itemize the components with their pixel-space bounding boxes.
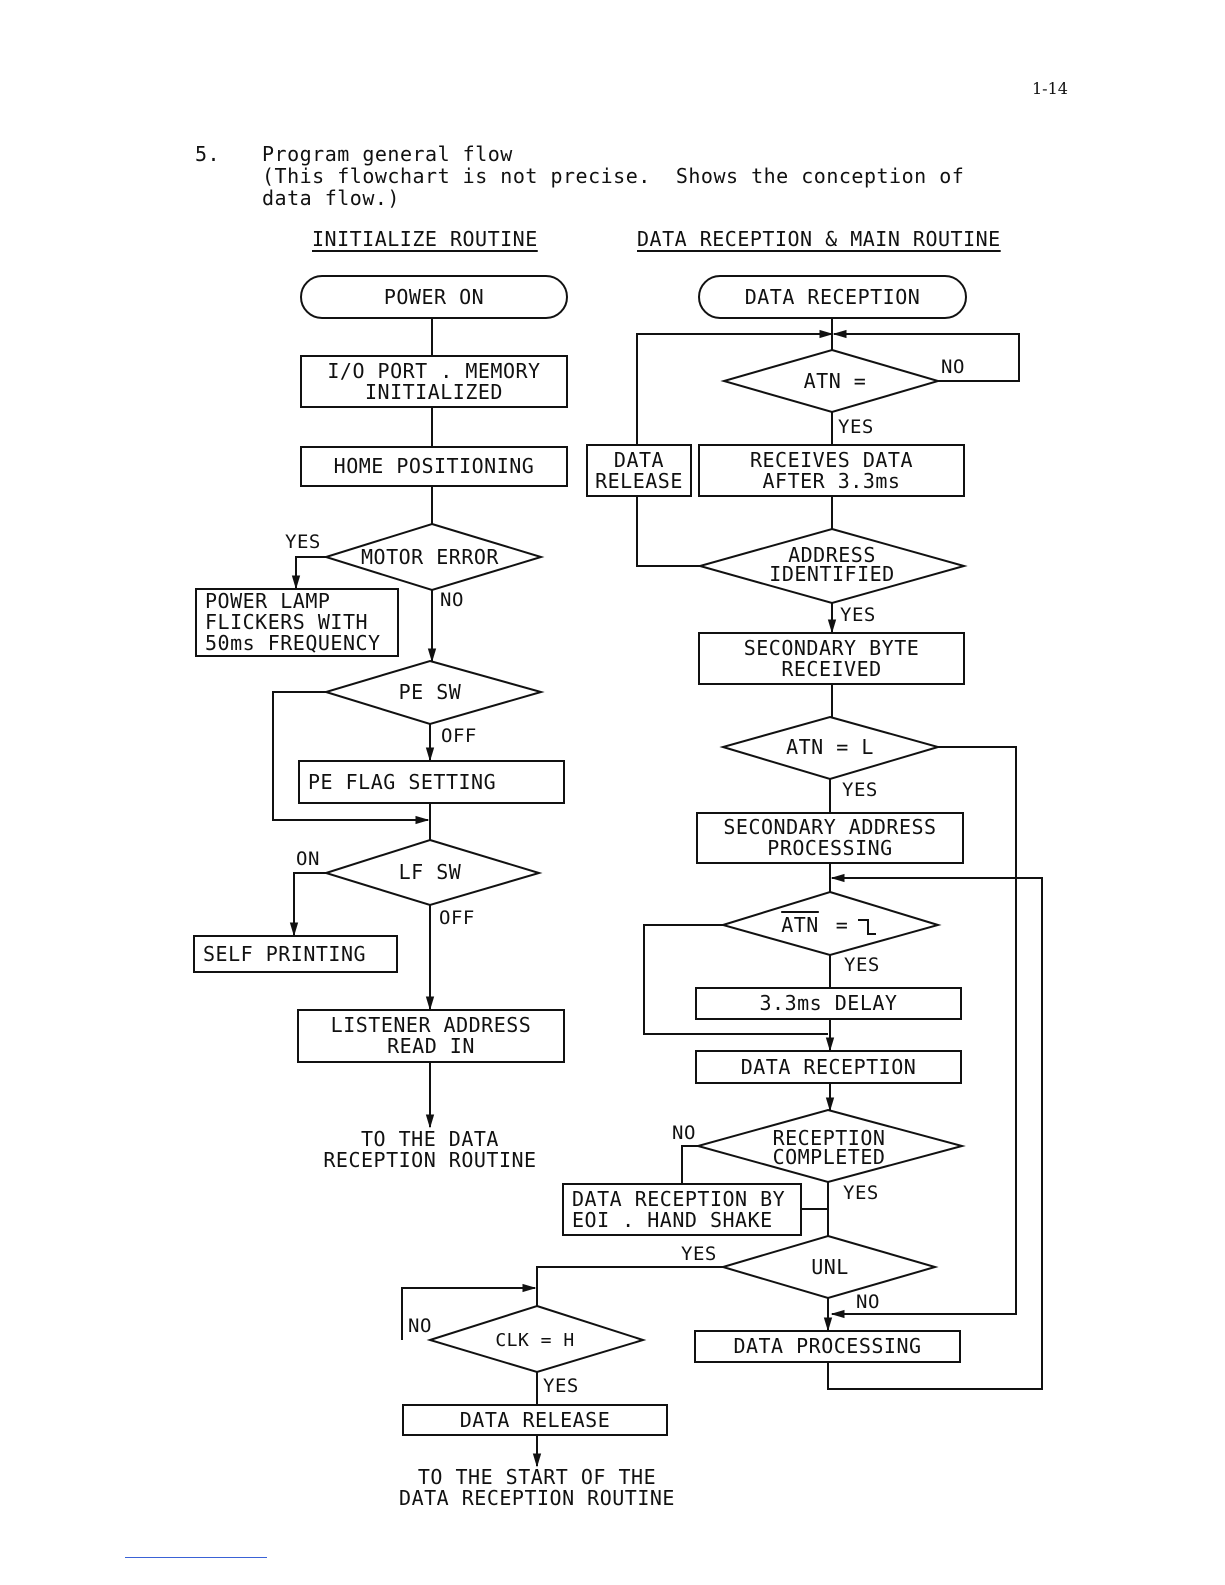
data-release-bottom-label: DATA RELEASE [459, 1407, 611, 1432]
secondary-byte-label: SECONDARY BYTE RECEIVED [743, 635, 920, 681]
secondary-byte-box: SECONDARY BYTE RECEIVED [698, 632, 965, 685]
data-reception-label: DATA RECEPTION [740, 1054, 917, 1079]
page-bottom-rule [125, 1557, 267, 1558]
self-printing-label: SELF PRINTING [203, 941, 367, 966]
reception-completed-label: RECEPTION COMPLETED [772, 1126, 886, 1169]
to-start-caption: TO THE START OF THE DATA RECEPTION ROUTI… [399, 1465, 675, 1510]
initialize-routine-heading: INITIALIZE ROUTINE [312, 227, 538, 251]
atn-edge-yes-label: YES [844, 954, 880, 976]
motor-error-yes-label: YES [285, 531, 321, 553]
home-positioning-box: HOME POSITIONING [300, 446, 568, 487]
eoi-handshake-label: DATA RECEPTION BY EOI . HAND SHAKE [572, 1186, 786, 1232]
unl-no-label: NO [856, 1291, 880, 1313]
data-reception-box: DATA RECEPTION [695, 1050, 962, 1084]
atn-l-yes-label: YES [842, 779, 878, 801]
delay-label: 3.3ms DELAY [759, 991, 898, 1015]
atn-edge-diamond [719, 890, 942, 957]
to-data-reception-caption: TO THE DATA RECEPTION ROUTINE [323, 1127, 537, 1172]
power-on-label: POWER ON [383, 285, 485, 309]
data-release-bottom-box: DATA RELEASE [402, 1404, 668, 1436]
power-on-terminal: POWER ON [300, 275, 568, 319]
lf-sw-off-label: OFF [439, 907, 475, 929]
address-identified-label: ADDRESS IDENTIFIED [769, 543, 895, 586]
lf-sw-label: LF SW [398, 860, 462, 884]
self-printing-box: SELF PRINTING [193, 935, 398, 973]
pe-flag-setting-box: PE FLAG SETTING [298, 760, 565, 804]
unl-label: UNL [811, 1255, 849, 1279]
motor-error-diamond [322, 522, 545, 592]
listener-address-box: LISTENER ADDRESS READ IN [297, 1009, 565, 1063]
lf-sw-on-label: ON [296, 848, 320, 870]
pe-sw-off-label: OFF [441, 725, 477, 747]
section-title: Program general flow [262, 142, 513, 166]
data-reception-terminal-label: DATA RECEPTION [744, 285, 921, 309]
unl-diamond [719, 1234, 939, 1300]
secondary-address-box: SECONDARY ADDRESS PROCESSING [696, 812, 964, 864]
power-lamp-label: POWER LAMP FLICKERS WITH 50ms FREQUENCY [205, 589, 381, 655]
data-processing-label: DATA PROCESSING [733, 1334, 922, 1358]
clk-h-no-label: NO [408, 1315, 432, 1337]
clk-h-label: CLK = H [495, 1330, 575, 1351]
eoi-handshake-box: DATA RECEPTION BY EOI . HAND SHAKE [562, 1183, 802, 1236]
secondary-address-label: SECONDARY ADDRESS PROCESSING [723, 815, 937, 860]
motor-error-no-label: NO [440, 589, 464, 611]
data-release-side-box: DATA RELEASE [586, 444, 692, 497]
address-identified-yes-label: YES [840, 604, 876, 626]
clk-h-diamond [426, 1304, 647, 1374]
io-port-init-label: I/O PORT . MEMORY INITIALIZED [327, 358, 541, 404]
section-note-line-2: data flow.) [262, 186, 400, 210]
home-positioning-label: HOME POSITIONING [333, 454, 535, 478]
receives-data-label: RECEIVES DATA AFTER 3.3ms [749, 447, 914, 493]
section-note-line-1: (This flowchart is not precise. Shows th… [262, 164, 965, 188]
pe-sw-label: PE SW [398, 680, 462, 704]
listener-address-label: LISTENER ADDRESS READ IN [330, 1013, 532, 1058]
reception-completed-no-label: NO [672, 1122, 696, 1144]
atn-l-label: ATN = L [786, 735, 874, 759]
power-lamp-box: POWER LAMP FLICKERS WITH 50ms FREQUENCY [195, 588, 399, 657]
reception-completed-diamond [694, 1108, 966, 1184]
data-release-side-label: DATA RELEASE [595, 447, 683, 493]
atn-l-diamond [719, 715, 942, 781]
atn-edge-label: ATN [781, 913, 819, 937]
atn-eq-label: ATN = [803, 369, 867, 393]
data-processing-box: DATA PROCESSING [694, 1330, 961, 1363]
main-routine-heading: DATA RECEPTION & MAIN ROUTINE [637, 227, 1001, 251]
address-identified-diamond [696, 527, 968, 605]
pe-sw-diamond [322, 659, 545, 726]
lf-sw-diamond [322, 838, 543, 907]
delay-box: 3.3ms DELAY [695, 987, 962, 1020]
receives-data-box: RECEIVES DATA AFTER 3.3ms [698, 444, 965, 497]
data-reception-terminal: DATA RECEPTION [698, 275, 967, 319]
unl-yes-label: YES [681, 1243, 717, 1265]
section-number: 5. [195, 142, 221, 166]
atn-eq-diamond [720, 348, 942, 414]
page-number: 1-14 [1032, 79, 1068, 98]
atn-eq-no-label: NO [941, 356, 965, 378]
atn-eq-yes-label: YES [838, 416, 874, 438]
pe-flag-setting-label: PE FLAG SETTING [308, 769, 497, 794]
reception-completed-yes-label: YES [843, 1182, 879, 1204]
clk-h-yes-label: YES [543, 1375, 579, 1397]
motor-error-label: MOTOR ERROR [361, 545, 499, 569]
io-port-init-box: I/O PORT . MEMORY INITIALIZED [300, 355, 568, 408]
atn-edge-equals: = [835, 913, 849, 937]
